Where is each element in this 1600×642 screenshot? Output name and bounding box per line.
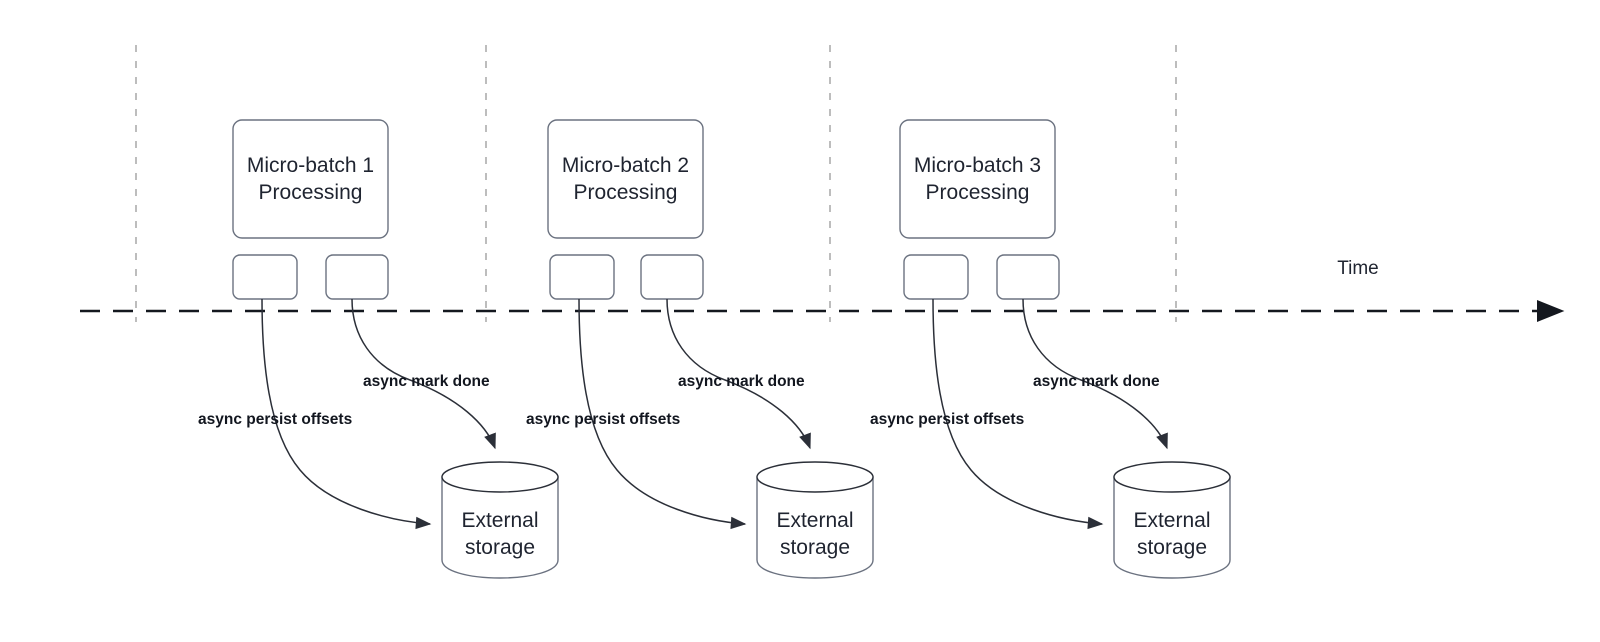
micro-batch-2-task-box-left[interactable] xyxy=(549,254,615,300)
micro-batch-1-task-box-left[interactable] xyxy=(232,254,298,300)
micro-batch-2-storage-line2: storage xyxy=(780,536,850,559)
micro-batch-1-async-mark-done-arrow xyxy=(351,298,496,450)
micro-batch-3-async-persist-offsets-label: async persist offsets xyxy=(870,411,1024,428)
micro-batch-2-storage-line1: External xyxy=(776,509,853,532)
micro-batch-1-processing-box[interactable] xyxy=(232,119,389,239)
micro-batch-3-title-line1: Micro-batch 3 xyxy=(914,154,1041,177)
micro-batch-3-title-line2: Processing xyxy=(926,181,1030,204)
micro-batch-3-external-storage[interactable]: External storage xyxy=(1113,461,1231,579)
micro-batch-3-async-mark-done-label: async mark done xyxy=(1033,373,1160,390)
micro-batch-2-async-mark-done-label: async mark done xyxy=(678,373,805,390)
micro-batch-3-async-mark-done-arrow xyxy=(1022,298,1168,450)
batch-boundary-lines xyxy=(135,45,1177,322)
micro-batch-2-async-mark-done-arrow xyxy=(666,298,811,450)
micro-batch-2-external-storage[interactable]: External storage xyxy=(756,461,874,579)
micro-batch-1-group: Micro-batch 1 Processing External storag… xyxy=(198,119,559,579)
micro-batch-2-processing-box[interactable] xyxy=(547,119,704,239)
micro-batch-1-storage-line1: External xyxy=(461,509,538,532)
micro-batch-1-async-persist-offsets-label: async persist offsets xyxy=(198,411,352,428)
micro-batch-3-storage-line2: storage xyxy=(1137,536,1207,559)
micro-batch-1-async-mark-done-label: async mark done xyxy=(363,373,490,390)
micro-batch-2-task-box-right[interactable] xyxy=(640,254,704,300)
micro-batch-3-task-box-right[interactable] xyxy=(996,254,1060,300)
micro-batch-3-group: Micro-batch 3 Processing External storag… xyxy=(870,119,1231,579)
time-axis: Time xyxy=(80,258,1565,323)
micro-batch-3-task-box-left[interactable] xyxy=(903,254,969,300)
micro-batch-2-async-persist-offsets-label: async persist offsets xyxy=(526,411,680,428)
micro-batch-1-task-box-right[interactable] xyxy=(325,254,389,300)
micro-batch-1-async-persist-offsets-arrow xyxy=(261,298,432,530)
micro-batch-1-title-line1: Micro-batch 1 xyxy=(247,154,374,177)
micro-batch-1-storage-line2: storage xyxy=(465,536,535,559)
micro-batch-2-title-line2: Processing xyxy=(574,181,678,204)
time-axis-label: Time xyxy=(1337,258,1379,279)
micro-batch-2-group: Micro-batch 2 Processing External storag… xyxy=(526,119,874,579)
micro-batch-3-storage-line1: External xyxy=(1133,509,1210,532)
micro-batch-1-external-storage[interactable]: External storage xyxy=(441,461,559,579)
micro-batch-2-async-persist-offsets-arrow xyxy=(578,298,747,530)
micro-batch-1-title-line2: Processing xyxy=(259,181,363,204)
micro-batch-3-processing-box[interactable] xyxy=(899,119,1056,239)
micro-batch-3-async-persist-offsets-arrow xyxy=(932,298,1104,530)
micro-batch-2-title-line1: Micro-batch 2 xyxy=(562,154,689,177)
